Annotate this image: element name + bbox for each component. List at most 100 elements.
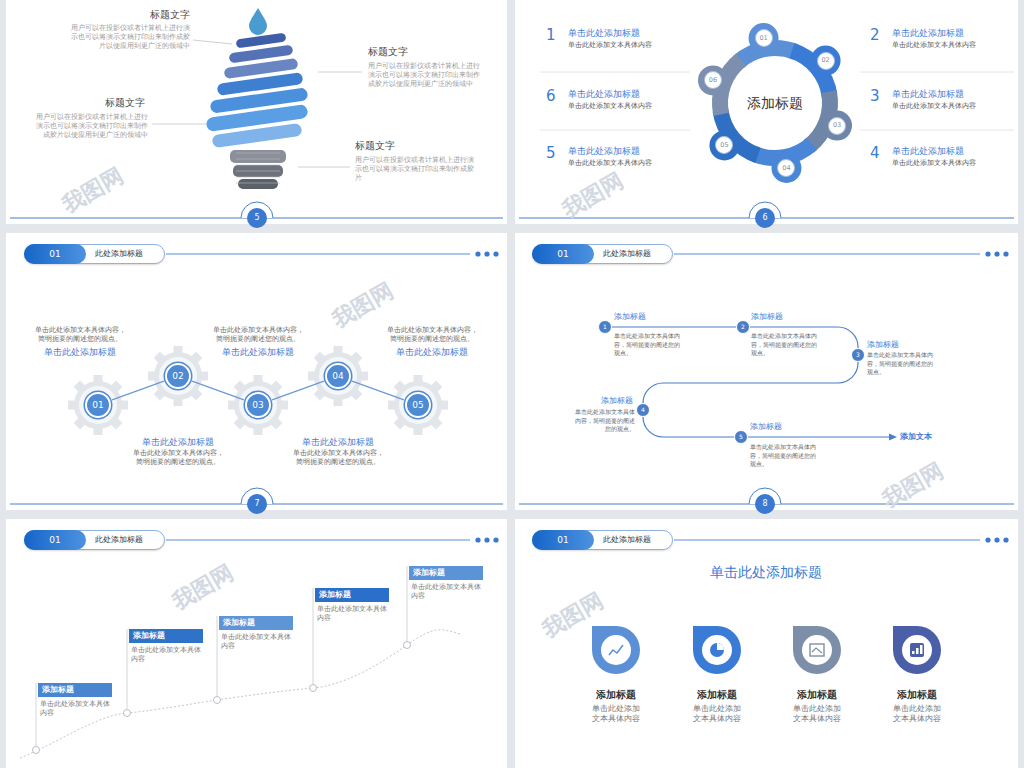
section-title: 此处添加标题 bbox=[603, 245, 651, 263]
slide-ground bbox=[6, 233, 507, 510]
step-body: 单击此处添加文本具体内容，简明扼要的阐述您的观点。 bbox=[34, 326, 126, 344]
watermark: 我图网 bbox=[167, 557, 239, 616]
base-ridge bbox=[236, 153, 280, 154]
watermark: 我图网 bbox=[327, 275, 399, 334]
ring-number: 03 bbox=[833, 122, 841, 129]
icon-drop bbox=[592, 626, 640, 674]
header-dot bbox=[493, 251, 498, 256]
callout-heading: 标题文字 bbox=[368, 46, 408, 59]
gear-body bbox=[394, 381, 442, 429]
drop-node: 04 bbox=[777, 159, 795, 177]
callout-body: 用户可以在投影仪或者计算机上进行演示也可以将演示文稿打印出来制作成胶片以便应用到… bbox=[368, 62, 486, 88]
item-title: 单击此处添加标题 bbox=[892, 146, 964, 157]
gear-number: 03 bbox=[252, 401, 263, 410]
bulb-coil bbox=[212, 123, 303, 148]
drop-node: 01 bbox=[755, 29, 773, 47]
step-body: 单击此处添加文本具体内容，简明扼要的阐述您的观点。 bbox=[292, 449, 384, 467]
route-body: 单击此处添加文本具体内容，简明扼要的阐述您的观点。 bbox=[750, 443, 818, 469]
gear-node: 01 bbox=[85, 392, 111, 418]
route-point-number: 2 bbox=[737, 323, 749, 331]
item-title: 单击此处添加标题 bbox=[568, 89, 640, 100]
callout-heading: 标题文字 bbox=[150, 9, 190, 22]
item-number: 3 bbox=[870, 86, 880, 106]
route-title: 添加标题 bbox=[750, 422, 782, 433]
base-ridge bbox=[236, 183, 280, 184]
flag-title: 添加标题 bbox=[38, 683, 112, 697]
icon-drop bbox=[893, 626, 941, 674]
hdr-node: 01此处添加标题 bbox=[532, 244, 673, 264]
pole-foot bbox=[310, 685, 317, 692]
watermark: 我图网 bbox=[537, 585, 609, 644]
leader-line bbox=[318, 72, 362, 73]
page-number-disc bbox=[755, 208, 775, 228]
ring-drop bbox=[749, 23, 779, 53]
route-title: 添加标题 bbox=[867, 340, 899, 351]
pole-foot bbox=[124, 710, 131, 717]
item-number: 5 bbox=[546, 143, 556, 163]
flag-pole bbox=[36, 683, 37, 746]
leader-line bbox=[152, 124, 206, 125]
bar-icon bbox=[912, 651, 915, 654]
route-point bbox=[599, 321, 612, 334]
header-rule bbox=[674, 540, 980, 541]
page-number: 8 bbox=[755, 498, 775, 510]
page-number-disc bbox=[755, 494, 775, 514]
section-number: 01 bbox=[24, 530, 86, 550]
step-body: 单击此处添加文本具体内容，简明扼要的阐述您的观点。 bbox=[132, 449, 224, 467]
flag-body: 单击此处添加文本具体内容 bbox=[129, 646, 203, 664]
route-point-number: 1 bbox=[599, 323, 611, 331]
item-number: 1 bbox=[546, 25, 556, 45]
ring-number: 04 bbox=[782, 165, 790, 172]
hdr-node: 01此处添加标题 bbox=[24, 244, 165, 264]
item-body: 单击此处添加文本具体内容 bbox=[568, 41, 652, 50]
header-dot bbox=[484, 251, 489, 256]
ring-drop bbox=[698, 65, 728, 95]
flag-title: 添加标题 bbox=[315, 588, 389, 602]
flag-title: 添加标题 bbox=[219, 616, 293, 630]
flag-title: 添加标题 bbox=[129, 629, 203, 643]
item-body: 单击此处添加文本具体内容 bbox=[892, 159, 976, 168]
step-title: 单击此处添加标题 bbox=[208, 347, 308, 358]
header-dot bbox=[994, 251, 999, 256]
flag-node: 添加标题单击此处添加文本具体内容 bbox=[38, 683, 112, 718]
item-title: 单击此处添加标题 bbox=[892, 89, 964, 100]
route-point-number: 5 bbox=[735, 433, 747, 441]
gear-body bbox=[314, 352, 362, 400]
ring-drop bbox=[771, 153, 801, 183]
base-ridge bbox=[236, 165, 280, 166]
pie-slice-icon bbox=[717, 643, 724, 650]
ring-drop bbox=[811, 46, 841, 76]
watermark: 我图网 bbox=[57, 160, 129, 219]
header-rule bbox=[166, 540, 470, 541]
route-body: 单击此处添加文本具体内容，简明扼要的阐述您的观点。 bbox=[751, 332, 821, 358]
icon-title: 添加标题 bbox=[777, 689, 857, 702]
flag-title: 添加标题 bbox=[409, 566, 483, 580]
section-title: 此处添加标题 bbox=[603, 531, 651, 549]
icon-drop bbox=[693, 626, 741, 674]
callout-heading: 标题文字 bbox=[355, 140, 395, 153]
item-body: 单击此处添加文本具体内容 bbox=[568, 102, 652, 111]
header-dot bbox=[493, 537, 498, 542]
ring-number: 02 bbox=[821, 57, 829, 64]
ring-drop bbox=[822, 111, 852, 141]
header-dot bbox=[475, 537, 480, 542]
header-dot bbox=[994, 537, 999, 542]
route-point-number: 4 bbox=[637, 406, 649, 414]
flag-node: 添加标题单击此处添加文本具体内容 bbox=[409, 566, 483, 601]
flag-pole bbox=[407, 566, 408, 641]
icon-disc bbox=[601, 635, 631, 665]
route-title: 添加标题 bbox=[614, 312, 646, 323]
section-number: 01 bbox=[532, 530, 594, 550]
center-node: 添加标题 bbox=[739, 67, 811, 139]
callout-heading: 标题文字 bbox=[105, 97, 145, 110]
slide-ground bbox=[515, 233, 1018, 510]
gear-hub bbox=[319, 357, 357, 395]
flag-pole bbox=[313, 588, 314, 684]
bulb-coil bbox=[236, 33, 287, 49]
slide-ground bbox=[6, 519, 507, 768]
header-dot bbox=[484, 537, 489, 542]
belt-connector bbox=[192, 381, 244, 400]
route-title: 添加标题 bbox=[751, 312, 783, 323]
pole-foot bbox=[214, 697, 221, 704]
